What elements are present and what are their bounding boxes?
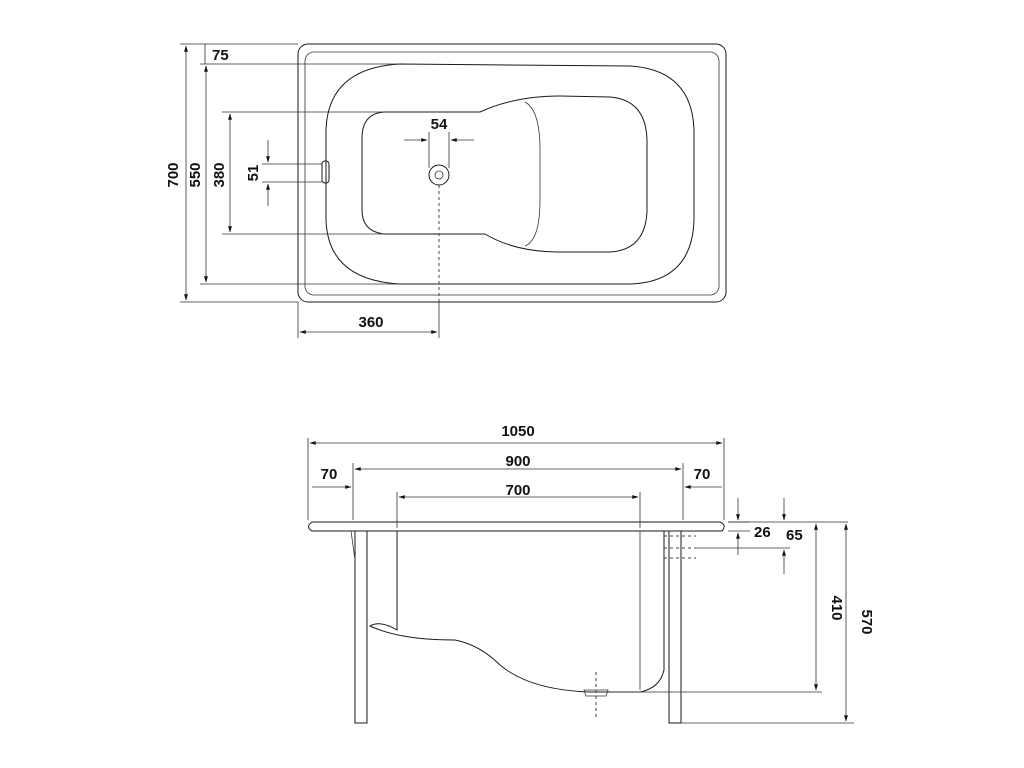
side-view: 1050 900 70 70 700 26 65 410	[307, 423, 875, 724]
dim-drain-offset: 360	[358, 314, 383, 331]
seat-line	[524, 101, 541, 247]
basin-profile	[368, 531, 665, 693]
dim-overflow-height: 51	[245, 165, 262, 182]
top-view: 700 550 380 51 75 54 360	[165, 43, 727, 338]
dim-overall-length: 1050	[501, 423, 534, 440]
drain-inner-icon	[434, 170, 444, 180]
dim-overall-width: 700	[165, 162, 182, 187]
left-leg	[354, 530, 368, 724]
right-leg	[668, 530, 682, 724]
dim-rim-depth: 65	[786, 527, 803, 544]
basin-outer-contour	[325, 63, 695, 285]
dim-rim-thickness: 26	[754, 524, 771, 541]
dim-drain-diameter: 54	[431, 116, 448, 133]
dim-overall-height: 570	[858, 609, 875, 634]
overflow-icon	[321, 160, 330, 184]
dim-right-rim: 70	[694, 466, 711, 483]
dim-inner-width: 550	[187, 162, 204, 187]
dim-basin-width: 380	[211, 162, 228, 187]
drain-icon	[428, 164, 450, 186]
rim-profile	[308, 521, 725, 532]
tub-outer-rim	[297, 43, 727, 303]
dim-leg-span: 900	[505, 453, 530, 470]
dim-basin-length: 700	[505, 482, 530, 499]
dim-basin-depth: 410	[828, 595, 845, 620]
tub-inner-rim	[304, 51, 720, 296]
basin-inner-contour	[361, 95, 648, 253]
dim-rim-offset: 75	[212, 47, 229, 64]
dim-left-rim: 70	[321, 466, 338, 483]
